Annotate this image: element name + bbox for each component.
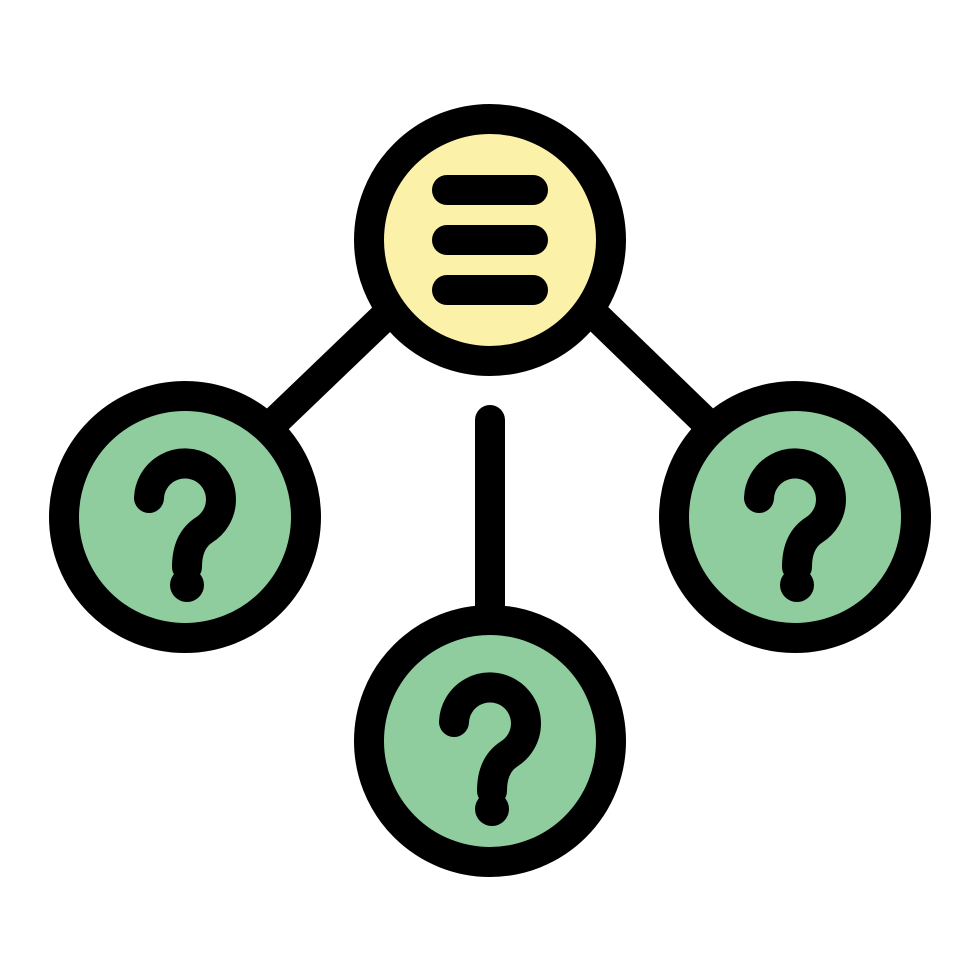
connector-left <box>247 303 398 449</box>
question-mark-dot <box>475 792 509 826</box>
question-mark-hook <box>439 672 541 806</box>
question-mark-dot <box>170 568 204 602</box>
menu-lines-icon <box>432 175 548 305</box>
connector-right <box>583 303 733 449</box>
child-node-bottom <box>354 605 626 877</box>
question-mark-dot <box>780 568 814 602</box>
question-mark-hook <box>134 448 236 582</box>
child-circle-bottom <box>354 605 626 877</box>
hub-node <box>354 104 626 376</box>
question-mark-hook <box>744 448 846 582</box>
child-node-left <box>49 381 321 653</box>
child-circle-left <box>49 381 321 653</box>
child-circle-right <box>659 381 931 653</box>
question-mark-icon <box>134 448 236 602</box>
question-mark-icon <box>439 672 541 826</box>
child-node-right <box>659 381 931 653</box>
question-mark-icon <box>744 448 846 602</box>
